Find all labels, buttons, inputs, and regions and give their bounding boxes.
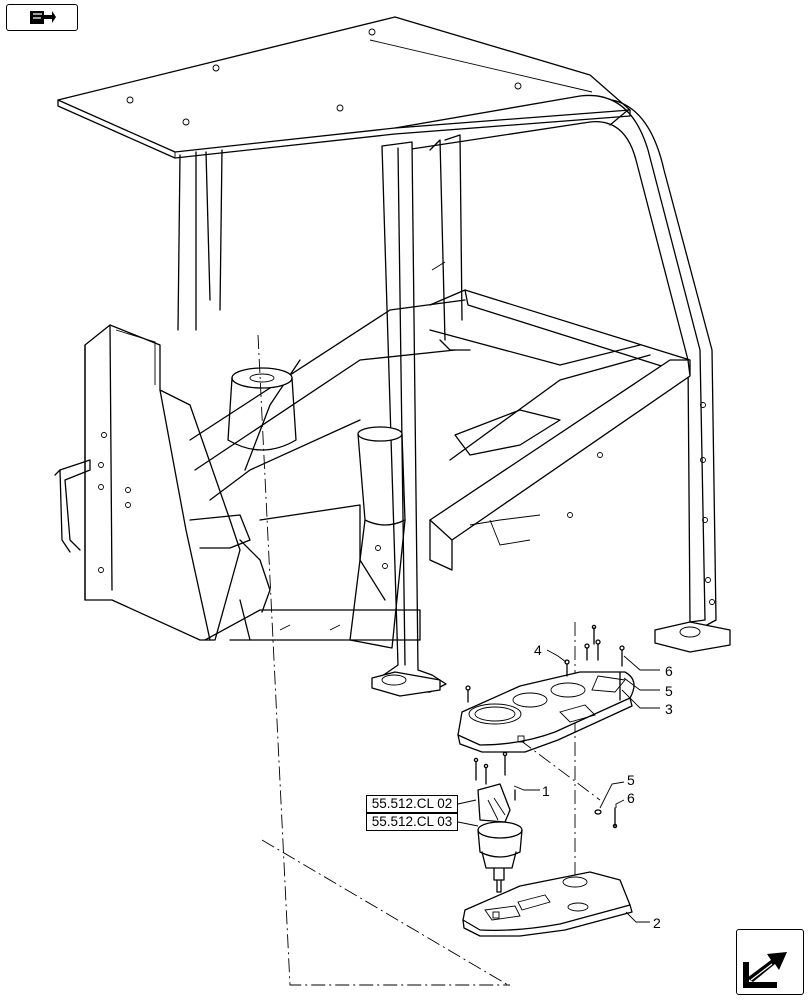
console-plate-part-3: [457, 671, 635, 753]
seat-pedestal: [227, 367, 297, 451]
callout-6-upper: 6: [665, 663, 673, 679]
reference-link-55-512-cl-03[interactable]: 55.512.CL 03: [366, 813, 458, 831]
next-page-arrow-icon: [743, 952, 787, 988]
rear-right-pillar: [394, 94, 731, 653]
callout-2: 2: [653, 915, 661, 931]
bolts: [465, 624, 625, 829]
callout-4: 4: [534, 642, 542, 658]
joystick-part-1: [477, 783, 523, 893]
callout-3: 3: [665, 701, 673, 717]
crossbeam: [429, 354, 691, 571]
assembly-lines: [257, 334, 601, 986]
book-arrow-icon: [30, 11, 56, 24]
rear-left-pillar: [177, 149, 223, 331]
callout-5-lower: 5: [627, 772, 635, 788]
left-console: [54, 324, 271, 641]
rear-wall: [429, 261, 691, 376]
roof: [57, 16, 631, 159]
control-tower: [349, 426, 406, 649]
callout-1: 1: [542, 783, 550, 799]
leader-lines: [457, 649, 660, 923]
front-pillar: [371, 134, 463, 693]
next-page-button[interactable]: [736, 929, 804, 995]
book-nav-button[interactable]: [6, 4, 78, 31]
callout-5-upper: 5: [665, 683, 673, 699]
callout-6-lower: 6: [627, 790, 635, 806]
cab-floor: [189, 299, 466, 697]
reference-link-55-512-cl-02[interactable]: 55.512.CL 02: [366, 795, 458, 813]
base-plate-part-2: [462, 871, 633, 937]
